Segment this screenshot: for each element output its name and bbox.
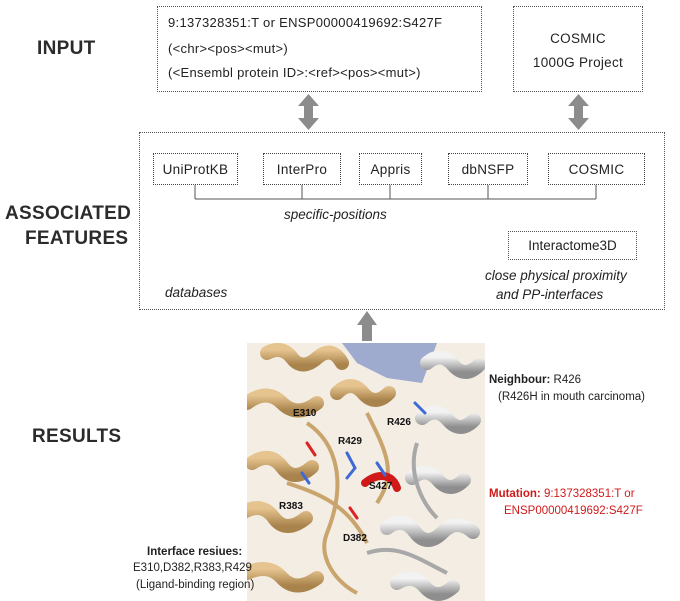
db-uniprotkb: UniProtKB bbox=[153, 153, 238, 185]
neighbour-annotation: Neighbour: R426 bbox=[489, 374, 581, 386]
label-s427: S427 bbox=[369, 481, 393, 492]
results-arrow bbox=[357, 311, 377, 341]
interface-residues: E310,D382,R383,R429 bbox=[133, 562, 252, 574]
neighbour-title: Neighbour: bbox=[489, 374, 551, 386]
source-1000g: 1000G Project bbox=[532, 55, 624, 70]
neighbour-detail: (R426H in mouth carcinoma) bbox=[498, 391, 646, 403]
mutation-line1: 9:137328351:T or bbox=[543, 488, 635, 500]
mutation-annotation: Mutation: 9:137328351:T or bbox=[489, 488, 635, 500]
mutation-line2: ENSP00000419692:S427F bbox=[504, 505, 643, 517]
neighbour-value: R426 bbox=[553, 374, 582, 386]
db-interpro: InterPro bbox=[263, 153, 341, 185]
databases-bracket bbox=[194, 185, 597, 200]
input-box: 9:137328351:T or ENSP00000419692:S427F (… bbox=[157, 6, 482, 92]
specific-positions-label: specific-positions bbox=[284, 207, 387, 222]
proximity-label-line2: and PP-interfaces bbox=[496, 287, 604, 302]
section-results-label: RESULTS bbox=[32, 426, 122, 447]
label-r383: R383 bbox=[279, 501, 303, 512]
protein-structure-svg bbox=[247, 343, 485, 601]
label-r426: R426 bbox=[387, 417, 411, 428]
section-input-label: INPUT bbox=[37, 38, 96, 59]
interactome3d-box: Interactome3D bbox=[508, 231, 637, 260]
label-e310: E310 bbox=[293, 408, 317, 419]
input-format-genomic: (<chr><pos><mut>) bbox=[168, 41, 288, 56]
section-associated-label: ASSOCIATED bbox=[5, 203, 132, 224]
sources-arrow bbox=[568, 94, 589, 130]
interface-region: (Ligand-binding region) bbox=[136, 579, 255, 591]
databases-label: databases bbox=[165, 285, 228, 300]
input-arrow bbox=[298, 94, 319, 130]
source-cosmic: COSMIC bbox=[550, 31, 606, 46]
label-d382: D382 bbox=[343, 533, 367, 544]
sources-box: COSMIC 1000G Project bbox=[513, 6, 643, 92]
label-r429: R429 bbox=[338, 436, 362, 447]
mutation-title: Mutation: bbox=[489, 488, 541, 500]
input-example: 9:137328351:T or ENSP00000419692:S427F bbox=[168, 15, 443, 30]
db-cosmic: COSMIC bbox=[548, 153, 645, 185]
section-features-label: FEATURES bbox=[25, 228, 129, 249]
db-appris: Appris bbox=[359, 153, 422, 185]
proximity-label-line1: close physical proximity bbox=[485, 268, 627, 283]
db-dbnsfp: dbNSFP bbox=[448, 153, 528, 185]
interface-title: Interface resiues: bbox=[147, 546, 243, 558]
protein-structure-image: E310 R429 R426 S427 R383 D382 bbox=[247, 343, 485, 601]
input-format-protein: (<Ensembl protein ID>:<ref><pos><mut>) bbox=[168, 65, 421, 80]
